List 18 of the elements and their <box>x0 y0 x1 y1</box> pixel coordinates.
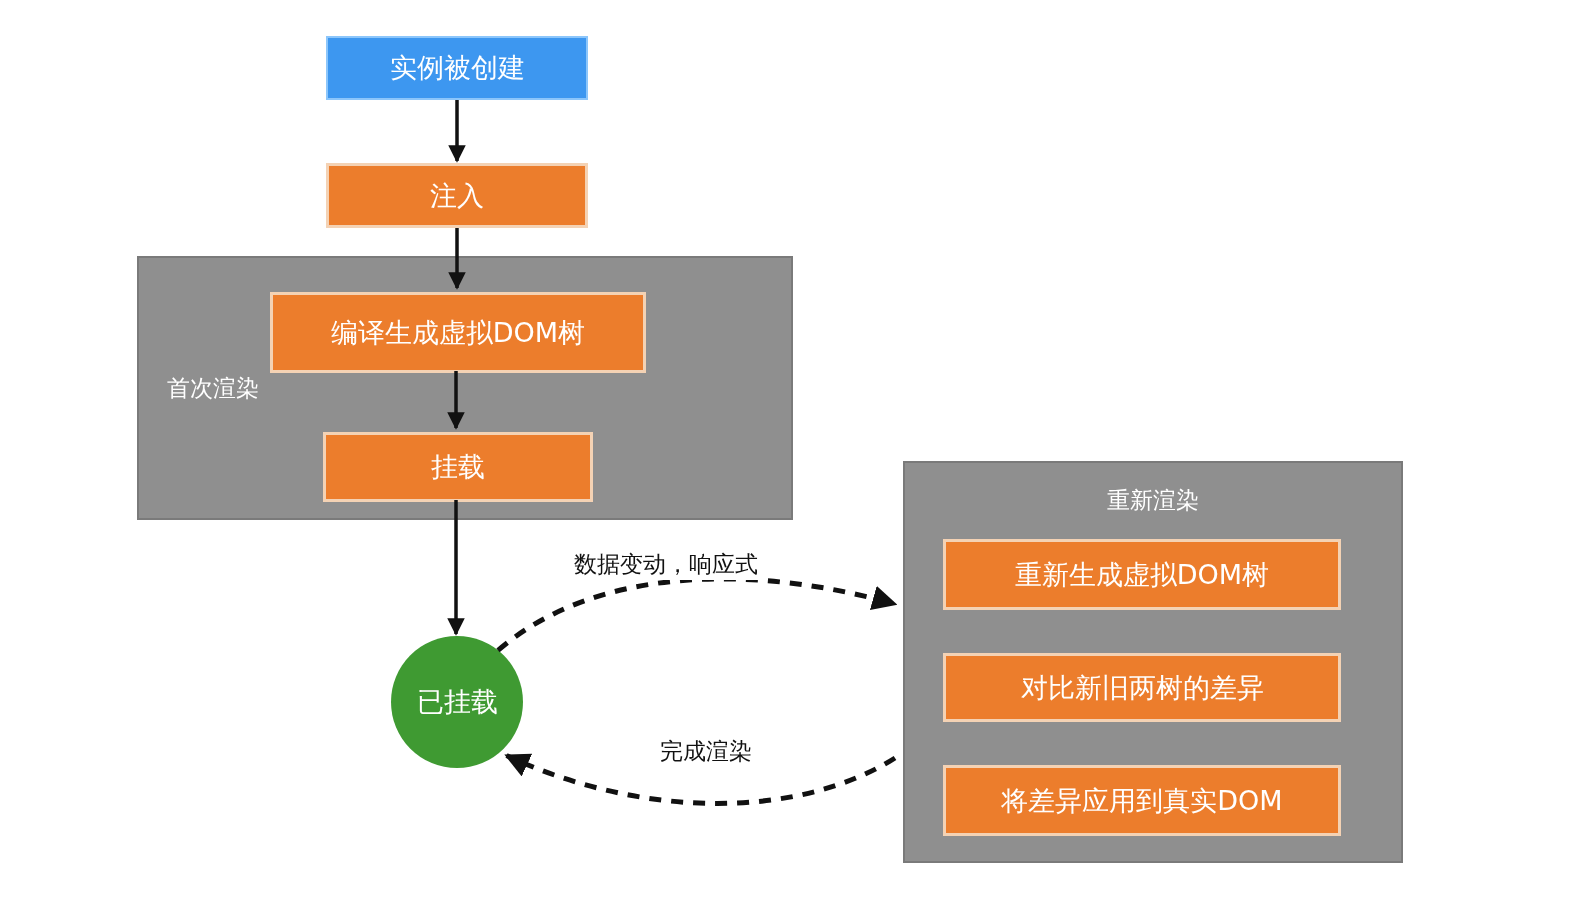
group-panel <box>903 461 1403 863</box>
process-box: 将差异应用到真实DOM <box>943 765 1341 836</box>
process-box: 注入 <box>326 163 588 228</box>
process-box: 编译生成虚拟DOM树 <box>270 292 646 373</box>
process-box: 重新生成虚拟DOM树 <box>943 539 1341 610</box>
group-heading: 首次渲染 <box>167 373 259 403</box>
arrow <box>447 500 465 636</box>
process-box: 实例被创建 <box>326 36 588 100</box>
arrow <box>448 228 466 290</box>
group-heading: 重新渲染 <box>1107 486 1199 515</box>
arrow <box>447 371 465 430</box>
process-box: 对比新旧两树的差异 <box>943 653 1341 722</box>
dashed-arrow <box>504 752 897 806</box>
arrow <box>448 100 466 163</box>
state-circle: 已挂载 <box>391 636 523 768</box>
process-box: 挂载 <box>323 432 593 502</box>
group-panel <box>137 256 793 520</box>
dashed-arrow <box>496 576 898 653</box>
